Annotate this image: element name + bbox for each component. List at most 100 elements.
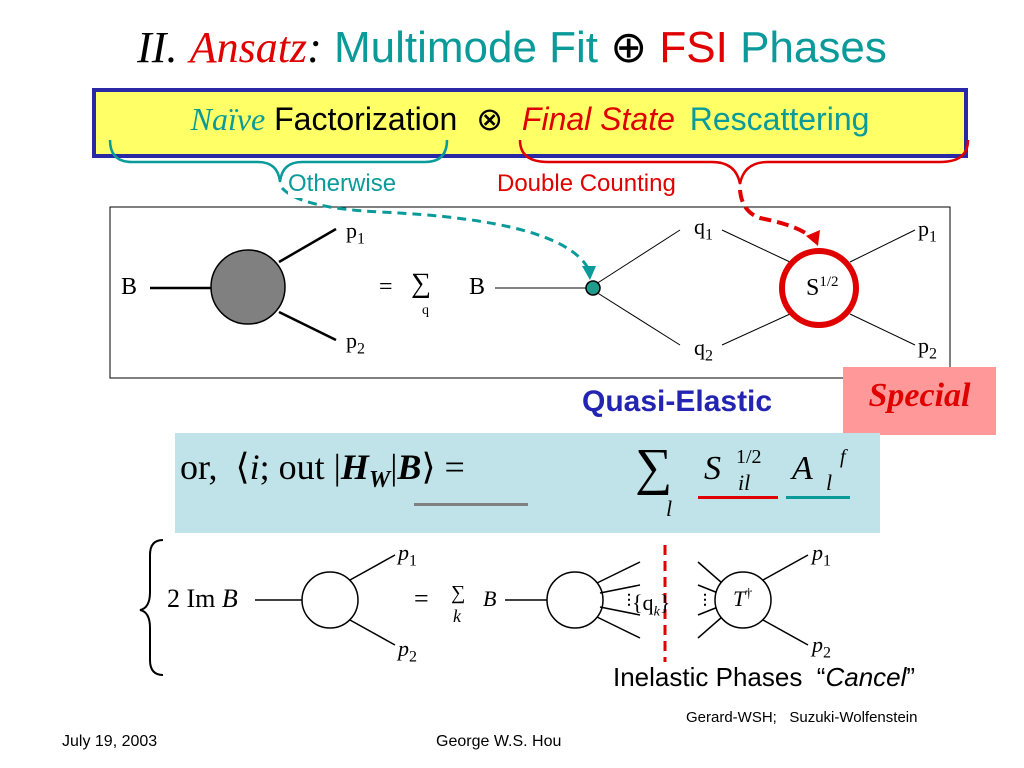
formula-sum: ∑	[635, 439, 673, 496]
t-dagger-circle	[714, 571, 772, 629]
otimes-symbol: ⊗	[476, 100, 504, 138]
title-phases: Phases	[740, 23, 887, 72]
bottom-equals: =	[414, 584, 429, 613]
p1-right-label: p1	[918, 216, 937, 246]
credits: Gerard-WSH; Suzuki-Wolfenstein	[686, 709, 918, 726]
a-underline	[786, 496, 850, 499]
oplus-symbol: ⊕	[610, 22, 648, 73]
two-im-label: 2 Im	[167, 584, 216, 613]
special-box	[843, 367, 996, 435]
bottom-sum-sub: k	[453, 606, 461, 626]
final-state-label: Final State	[521, 101, 675, 137]
p2-right-sub: 2	[929, 345, 937, 363]
open-quote: “	[816, 662, 826, 692]
bottom-p2-sub: 2	[409, 648, 417, 666]
s-sup: 1/2	[819, 274, 839, 290]
formula-H: H	[340, 447, 369, 487]
formula-a-sup: f	[840, 446, 846, 468]
title-multimode-fit: Multimode Fit	[333, 23, 599, 72]
qk-open: {q	[632, 590, 654, 615]
p2-left-sub: 2	[357, 340, 365, 358]
formula-bar2: |	[390, 447, 398, 487]
dots-right: ⋮	[698, 593, 712, 608]
t-letter: T	[733, 586, 746, 611]
quasi-elastic-label: Quasi-Elastic	[582, 385, 773, 418]
q1-label: q1	[694, 214, 713, 244]
formula-i: i	[249, 447, 260, 487]
formula-s-sub: il	[738, 470, 751, 495]
formula-box	[175, 433, 880, 533]
formula-S: S	[704, 450, 721, 487]
footer-author: George W.S. Hou	[436, 733, 562, 750]
b-left-label: B	[121, 274, 138, 300]
bottom-p2r-letter: p	[812, 632, 823, 657]
sum-top: ∑	[411, 268, 431, 299]
slide-title: II. Ansatz: Multimode Fit ⊕ FSI Phases	[0, 22, 1024, 73]
bottom-p2r-sub: 2	[823, 644, 831, 662]
teal-dashed-arrow	[280, 186, 590, 269]
q2-label: q2	[694, 335, 713, 365]
bottom-p1r-letter: p	[812, 540, 823, 565]
cancel-word: Cancel	[825, 662, 907, 692]
bottom-p2-label: p2	[398, 636, 417, 666]
p1-left-letter: p	[346, 218, 357, 243]
inelastic-text: Inelastic Phases	[613, 662, 803, 692]
formula-sum-sub: l	[666, 496, 673, 521]
vertex-dot	[585, 280, 601, 296]
p2-left-label: p2	[346, 328, 365, 358]
equals-top: =	[379, 274, 393, 300]
s-matrix-circle	[779, 248, 859, 328]
factorization-banner	[92, 88, 968, 158]
s-underline	[698, 496, 778, 499]
s-letter: S	[806, 275, 820, 301]
double-counting-label: Double Counting	[497, 170, 676, 198]
formula: or, ⟨i; out |HW|B⟩ =	[180, 446, 465, 495]
bottom-left-blob	[301, 571, 359, 629]
qk-set: {qk}	[632, 590, 670, 620]
q1-letter: q	[694, 214, 705, 239]
p2-left-letter: p	[346, 328, 357, 353]
q2-sub: 2	[705, 347, 713, 365]
bottom-p2r-label: p2	[812, 632, 831, 662]
formula-a-sub: l	[826, 470, 833, 495]
qk-sub: k	[653, 604, 660, 620]
sum-top-sub: q	[422, 303, 429, 318]
bottom-b-right: B	[483, 586, 497, 611]
formula-or: or,	[180, 447, 218, 487]
teal-brace	[108, 139, 449, 183]
p2-right-letter: p	[918, 333, 929, 358]
rescattering-label: Rescattering	[689, 101, 870, 137]
footer-date: July 19, 2003	[62, 733, 158, 750]
left-bracket	[139, 539, 164, 676]
formula-langle: ⟨	[235, 447, 250, 488]
q2-letter: q	[694, 335, 705, 360]
q1-sub: 1	[705, 226, 713, 244]
title-ansatz: Ansatz	[189, 23, 308, 72]
bottom-b-left: B	[221, 584, 238, 613]
close-quote: ”	[906, 662, 916, 692]
bottom-sum: ∑	[451, 582, 466, 604]
p1-right-letter: p	[918, 216, 929, 241]
red-brace	[518, 139, 970, 185]
formula-rangle: ⟩	[421, 447, 436, 488]
p2-right-label: p2	[918, 333, 937, 363]
red-dashed-arrow	[738, 189, 814, 240]
p1-left-sub: 1	[357, 230, 365, 248]
title-fsi: FSI	[659, 23, 728, 72]
t-sup: †	[745, 586, 753, 602]
bottom-p1r-sub: 1	[823, 552, 831, 570]
dots-left: ⋮	[622, 593, 636, 608]
formula-W: W	[368, 467, 391, 494]
bottom-p2-letter: p	[398, 636, 409, 661]
qk-close: }	[659, 590, 671, 615]
hw-underline	[414, 503, 528, 506]
naive-label: Naïve	[190, 101, 266, 137]
b-right-label: B	[469, 274, 486, 300]
banner-text: Naïve Factorization ⊗ Final State Rescat…	[92, 100, 968, 138]
bottom-p1r-label: p1	[812, 540, 831, 570]
otherwise-label: Otherwise	[288, 170, 397, 198]
bottom-right-blob	[546, 571, 604, 629]
formula-out: ; out	[259, 447, 325, 487]
two-im-b: 2 Im B	[167, 584, 238, 614]
